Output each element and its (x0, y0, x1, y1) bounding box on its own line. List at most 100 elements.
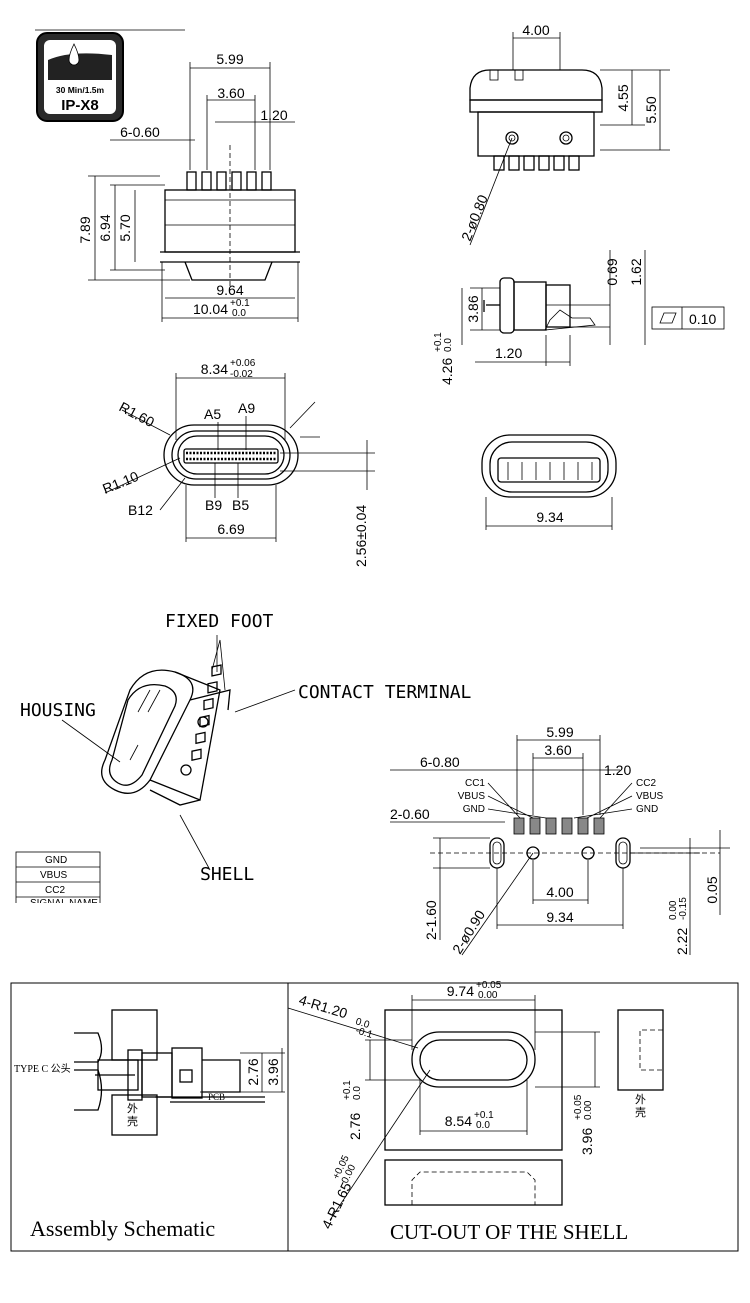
cutout-r1-tol-bot: -0.1 (354, 1025, 374, 1041)
profile-dim-d2: 1.62 (628, 258, 644, 285)
water-wave-icon (48, 53, 112, 80)
front-dim-h-body: 5.70 (117, 214, 133, 241)
cutout-title: CUT-OUT OF THE SHELL (390, 1220, 628, 1244)
callout-shell: SHELL (200, 864, 254, 885)
port-dim-width-tol-top: +0.06 (230, 358, 256, 369)
fp-label-cc1: CC1 (465, 778, 485, 789)
front-dim-total: 5.99 (216, 51, 243, 67)
assembly-dim-1: 2.76 (245, 1058, 261, 1085)
iso-view: 9.34 (481, 434, 617, 530)
cutout-dim-h2-tol-top: +0.05 (573, 1094, 584, 1120)
front-dim-inner: 3.60 (217, 85, 244, 101)
ip-badge: 30 Min/1.5m IP-X8 (35, 29, 185, 122)
port-shell-outer (163, 424, 299, 486)
profile-dim-base-tol-top: +0.1 (433, 332, 444, 352)
cutout-dim-h2: 3.96 (579, 1128, 595, 1155)
cutout-dim-width-tol-top: +0.05 (476, 980, 502, 991)
fp-dim-total: 5.99 (546, 724, 573, 740)
fp-dim-slot-pitch: 9.34 (546, 909, 573, 925)
front-dim-w-tol-bot: 0.0 (232, 308, 246, 319)
side-dim-top: 4.00 (522, 22, 549, 38)
port-view: 8.34 +0.06 -0.02 R1.60 R1.10 A5 A9 B12 B… (100, 358, 375, 567)
profile-dim-base-tol-bot: 0.0 (443, 338, 454, 352)
port-dim-width-tol-bot: -0.02 (230, 369, 253, 380)
flatness-frame (651, 306, 725, 330)
pin-table: GND VBUS CC2 SIGNAL NAME (14, 851, 104, 911)
profile-view: 0.69 1.62 3.86 4.26 +0.1 0.0 1.20 0.10 (433, 250, 725, 385)
front-dim-w-outer: 10.04 (193, 301, 228, 317)
cutout-dim-inner-tol-top: +0.1 (474, 1110, 494, 1121)
flatness-icon (659, 312, 677, 324)
port-pin-b5: B5 (232, 497, 249, 513)
cutout-dim-h-tol-bot: 0.0 (352, 1086, 363, 1100)
port-pin-a5: A5 (204, 406, 221, 422)
fp-dim-v2-tol-top: 0.00 (668, 900, 679, 920)
cutout-view: 9.74 +0.05 0.00 4-R1.20 0.0 -0.1 2.76 +0… (287, 980, 664, 1244)
ip-badge-rating: IP-X8 (61, 97, 99, 114)
front-dim-h-mid: 6.94 (97, 214, 113, 241)
cutout-dim-h: 2.76 (347, 1113, 363, 1140)
fp-slots: 2-0.60 (390, 806, 430, 822)
fp-dim-pad: 1.20 (604, 762, 631, 778)
water-drop-icon (68, 43, 80, 66)
front-dim-h-total: 7.89 (77, 216, 93, 243)
ip-badge-line1: 30 Min/1.5m (56, 85, 105, 95)
port-dim-width: 8.34 (201, 361, 228, 377)
callout-housing: HOUSING (20, 700, 96, 721)
cutout-dim-width-tol-bot: 0.00 (478, 990, 498, 1001)
fp-pads: 6-0.80 (420, 754, 460, 770)
cutout-shell-label: 外壳 (635, 1093, 646, 1119)
profile-dim-d1: 0.69 (604, 258, 620, 285)
front-view: 5.99 3.60 1.20 6-0.60 7.89 6.94 (77, 51, 300, 322)
cutout-dim-inner: 8.54 (445, 1113, 472, 1129)
housing-front (101, 669, 194, 794)
assembly-pcb-label: PCB (208, 1092, 225, 1102)
profile-flatness: 0.10 (689, 311, 716, 327)
profile-dim-base: 4.26 (439, 358, 455, 385)
front-pins (186, 171, 272, 191)
front-dim-w-tol-top: +0.1 (230, 298, 250, 309)
cutout-bottom-section (384, 1159, 563, 1206)
cutout-r1: 4-R1.20 (297, 992, 350, 1022)
callout-contact-terminal: CONTACT TERMINAL (298, 682, 472, 703)
profile-dim-pitch: 1.20 (495, 345, 522, 361)
cutout-dim-h-tol-top: +0.1 (342, 1080, 353, 1100)
fp-dim-v2: 2.22 (674, 928, 690, 955)
cutout-r2: 4-R1.65 (318, 1179, 354, 1231)
perspective-view: FIXED FOOT CONTACT TERMINAL HOUSING SHEL… (20, 611, 472, 885)
fp-label-vbus-left: VBUS (458, 791, 486, 802)
cutout-dim-inner-tol-bot: 0.0 (476, 1120, 490, 1131)
side-hole-left (505, 131, 519, 145)
fp-dim-inner: 3.60 (544, 742, 571, 758)
assembly-shell-label: 外壳 (127, 1102, 138, 1128)
port-dim-height: 2.56±0.04 (353, 505, 369, 567)
cutout-outer-slot (411, 1031, 536, 1088)
front-dim-pins: 6-0.60 (120, 124, 160, 140)
side-view: 4.00 4.55 5.50 2-ø0.80 (458, 22, 670, 246)
port-r-outer: R1.60 (117, 399, 158, 431)
side-pins (493, 155, 580, 171)
fp-label-gnd-right: GND (636, 804, 658, 815)
cutout-side-section (617, 1009, 664, 1091)
bottom-frame (10, 982, 739, 1252)
fp-dim-v2-tol-bot: -0.15 (678, 897, 689, 920)
port-tongue (183, 448, 279, 464)
iso-contacts (507, 462, 593, 480)
fp-pads (513, 817, 605, 835)
side-body-top (469, 69, 603, 101)
perspective-pins (191, 664, 222, 761)
footprint-view: 5.99 3.60 6-0.80 1.20 CC1 VBUS GND CC2 V… (390, 724, 730, 957)
fp-label-vbus-right: VBUS (636, 791, 664, 802)
side-dim-h1: 4.55 (615, 84, 631, 111)
fp-dim-v3: 0.05 (704, 876, 720, 903)
pin-table-row-2: VBUS (40, 870, 68, 881)
side-hole-right (559, 131, 573, 145)
front-dim-pad: 1.20 (260, 107, 287, 123)
cutout-dim-h2-tol-bot: 0.00 (583, 1100, 594, 1120)
fp-dim-v1: 2-1.60 (423, 900, 439, 940)
pin-table-row-3: CC2 (45, 885, 65, 896)
fp-dim-holes: 2-ø0.90 (449, 907, 488, 957)
iso-dim-width: 9.34 (536, 509, 563, 525)
assembly-dim-2: 3.96 (265, 1058, 281, 1085)
